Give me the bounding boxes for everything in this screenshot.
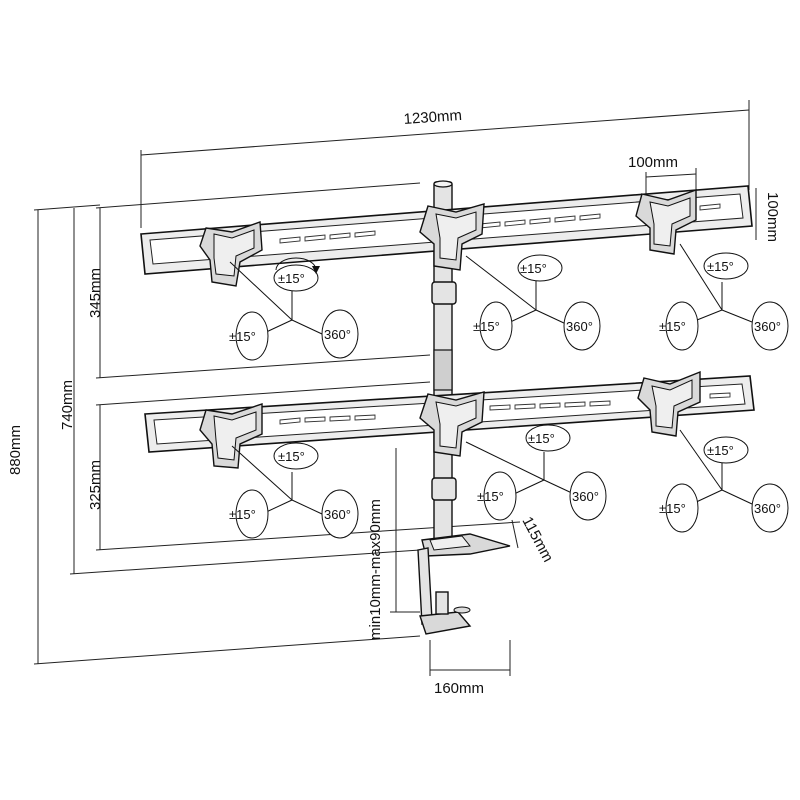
- lower-cable-clip: [431, 477, 457, 501]
- upper-right-tilt-label: ±15°: [707, 259, 734, 274]
- upper-right-swivel-label: ±15°: [659, 319, 686, 334]
- desk-clamp: [417, 533, 511, 635]
- lower-center-tilt-label: ±15°: [528, 431, 555, 446]
- upper-left-rotate-label: 360°: [324, 327, 351, 342]
- upper-crossbar-slots: [279, 203, 721, 244]
- clamp-depth-label: 115mm: [518, 514, 556, 565]
- lower-center-swivel-label: ±15°: [477, 489, 504, 504]
- dimension-clamp-range: min10mm-max90mm: [367, 448, 420, 640]
- rotation-indicator-lower-center: ±15° ±15° 360°: [465, 424, 607, 521]
- vesa-plate-lower-right: [637, 370, 701, 437]
- lower-left-tilt-label: ±15°: [278, 449, 305, 464]
- dimension-clamp-depth: 115mm: [511, 514, 556, 565]
- upper-right-rotate-label: 360°: [754, 319, 781, 334]
- vesa-plate-lower-center: [419, 391, 485, 457]
- upper-left-tilt-label: ±15°: [278, 271, 305, 286]
- lower-right-tilt-label: ±15°: [707, 443, 734, 458]
- dimension-total-height: 880mm: [7, 204, 421, 665]
- vesa-height-label: 100mm: [764, 192, 781, 242]
- upper-center-swivel-label: ±15°: [473, 319, 500, 334]
- lower-left-rotate-label: 360°: [324, 507, 351, 522]
- rotation-indicator-lower-right: ±15° ±15° 360°: [659, 429, 789, 533]
- upper-left-swivel-label: ±15°: [229, 329, 256, 344]
- lower-row-height-label: 325mm: [87, 460, 104, 510]
- vesa-plate-upper-center: [419, 203, 485, 271]
- vesa-plate-lower-left: [199, 403, 263, 469]
- upper-center-tilt-label: ±15°: [520, 261, 547, 276]
- clamp-base-label: 160mm: [434, 680, 484, 697]
- rotation-indicator-lower-left: ±15° ±15° 360°: [229, 442, 359, 539]
- lower-left-swivel-label: ±15°: [229, 507, 256, 522]
- lower-center-rotate-label: 360°: [572, 489, 599, 504]
- vesa-width-label: 100mm: [628, 154, 678, 171]
- dimension-vesa-height: 100mm: [755, 188, 781, 242]
- lower-right-swivel-label: ±15°: [659, 501, 686, 516]
- vesa-plate-upper-left: [199, 221, 263, 287]
- rotation-indicator-upper-left: ±15° ±15° 360°: [229, 257, 359, 361]
- mid-height-label: 740mm: [59, 380, 76, 430]
- dimension-clamp-base: 160mm: [429, 640, 511, 697]
- total-height-label: 880mm: [7, 425, 24, 475]
- upper-cable-clip: [431, 281, 457, 305]
- dimension-total-width: 1230mm: [140, 100, 750, 228]
- dimension-mid-height: 740mm: [59, 208, 421, 575]
- upper-row-height-label: 345mm: [87, 268, 104, 318]
- width-total-label: 1230mm: [403, 107, 462, 128]
- dimension-upper-row: 345mm: [87, 182, 431, 379]
- rotation-indicator-upper-right: ±15° ±15° 360°: [659, 243, 789, 351]
- lower-crossbar-slots: [279, 392, 731, 425]
- vesa-plate-upper-right: [635, 189, 697, 255]
- rotation-indicator-upper-center: ±15° ±15° 360°: [465, 254, 601, 351]
- upper-center-rotate-label: 360°: [566, 319, 593, 334]
- clamp-range-label: min10mm-max90mm: [367, 499, 384, 640]
- lower-right-rotate-label: 360°: [754, 501, 781, 516]
